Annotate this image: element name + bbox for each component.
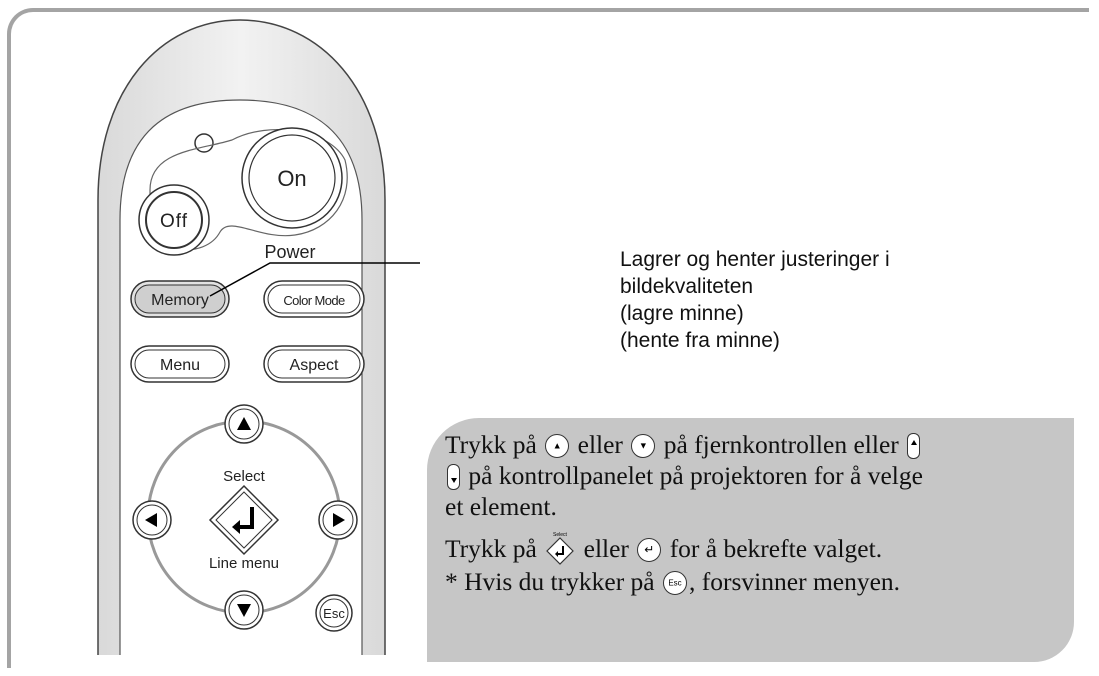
- down-button[interactable]: [224, 590, 264, 630]
- memory-button[interactable]: Memory: [130, 280, 230, 318]
- indicator-light: [194, 133, 214, 153]
- memory-annotation: Lagrer og henter justeringer i bildekval…: [620, 246, 890, 354]
- instruction-line-1: Trykk på eller på fjernkontrollen eller: [445, 429, 1064, 460]
- memory-label: Memory: [151, 292, 209, 309]
- power-caption: Power: [264, 242, 315, 262]
- annotation-line: (hente fra minne): [620, 329, 780, 352]
- right-arrow-icon: [333, 513, 345, 527]
- instruction-line-5: * Hvis du trykker på , forsvinner menyen…: [445, 566, 1064, 597]
- up-button[interactable]: [224, 404, 264, 444]
- up-arrow-icon: [237, 417, 251, 430]
- color-mode-button[interactable]: Color Mode: [263, 280, 365, 318]
- select-caption: Select: [223, 468, 266, 485]
- instruction-line-3: et element.: [445, 492, 557, 521]
- select-button[interactable]: [208, 484, 280, 556]
- select-round-icon: [637, 538, 662, 562]
- line-menu-caption: Line menu: [209, 555, 279, 572]
- select-diamond-icon: Select: [545, 530, 575, 566]
- page-frame: [7, 8, 1089, 668]
- on-button[interactable]: On: [241, 127, 343, 229]
- right-button[interactable]: [318, 500, 358, 540]
- power-pad: [149, 129, 348, 251]
- down-arrow-icon: [237, 604, 251, 617]
- callout-line: [209, 262, 420, 297]
- up-icon: [545, 434, 570, 458]
- on-label: On: [277, 166, 306, 191]
- esc-icon: [663, 571, 688, 595]
- instruction-line-2: på kontrollpanelet på projektoren for å …: [445, 460, 1064, 491]
- svg-text:Select: Select: [553, 532, 568, 538]
- menu-label: Menu: [160, 357, 200, 374]
- remote-control: On Off Power Memory Color Mode Menu Aspe…: [97, 19, 420, 655]
- aspect-label: Aspect: [290, 357, 339, 374]
- annotation-line: bildekvaliteten: [620, 275, 754, 298]
- instruction-box: Trykk på eller på fjernkontrollen eller …: [427, 418, 1074, 662]
- color-mode-label: Color Mode: [283, 293, 345, 308]
- left-button[interactable]: [132, 500, 172, 540]
- panel-down-icon: [447, 464, 460, 490]
- esc-button[interactable]: Esc: [315, 594, 353, 632]
- down-icon: [631, 434, 656, 458]
- esc-label: Esc: [323, 606, 345, 621]
- annotation-line: Lagrer og henter justeringer i: [620, 248, 890, 271]
- off-button[interactable]: Off: [138, 184, 210, 256]
- left-arrow-icon: [145, 513, 157, 527]
- aspect-button[interactable]: Aspect: [263, 345, 365, 383]
- menu-button[interactable]: Menu: [130, 345, 230, 383]
- off-label: Off: [160, 211, 188, 232]
- annotation-line: (lagre minne): [620, 302, 744, 325]
- instruction-line-4: Trykk på Select eller for å bekrefte val…: [445, 530, 1064, 566]
- panel-up-icon: [907, 433, 921, 459]
- enter-icon: [236, 507, 254, 529]
